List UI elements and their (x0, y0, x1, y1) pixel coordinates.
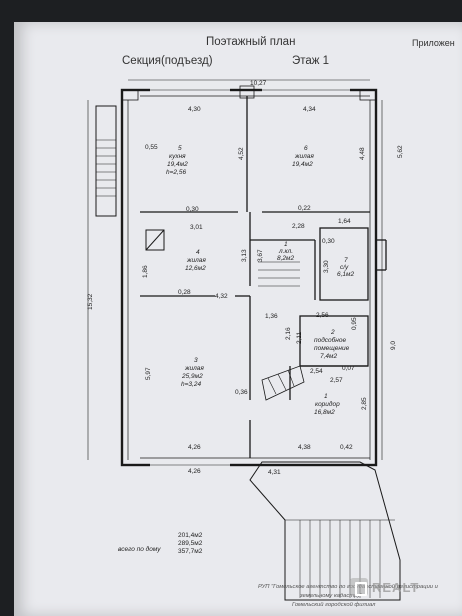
totals-label: всего по дому (118, 546, 161, 553)
total-value-2: 289,5м2 (178, 540, 203, 547)
dim-367: 3,67 (257, 249, 264, 262)
dim-030-r: 0,30 (322, 238, 335, 245)
room-7: 7 с/у 6,1м2 (337, 257, 354, 278)
dim-562: 5,62 (397, 145, 404, 158)
dim-257: 2,57 (330, 377, 343, 384)
dim-042: 0,42 (340, 444, 353, 451)
realt-watermark-text: REALT (372, 579, 420, 595)
dim-426-a: 4,26 (188, 444, 201, 451)
appendix-label: Приложен (412, 38, 455, 48)
plan-title: Поэтажный план (206, 36, 296, 48)
svg-text:2: 2 (330, 329, 335, 336)
dim-330: 3,30 (323, 260, 330, 273)
dim-426-b: 4,26 (188, 468, 201, 475)
dim-1532: 15,32 (87, 293, 94, 310)
dim-095: 0,95 (351, 317, 358, 330)
stamp-line-3: Гомельский городской филиал (292, 602, 376, 608)
dim-285: 2,85 (361, 397, 368, 410)
svg-text:жилая: жилая (184, 365, 204, 372)
dim-211: 2,11 (296, 331, 303, 344)
room-1-stair: 1 л.кл. 8,2м2 (277, 241, 294, 262)
svg-text:25,9м2: 25,9м2 (181, 373, 203, 380)
room-2: 2 подсобное помещение 7,4м2 (314, 329, 350, 360)
svg-text:7,4м2: 7,4м2 (320, 353, 337, 360)
svg-text:h=2,56: h=2,56 (166, 169, 186, 176)
dim-254: 2,54 (310, 368, 323, 375)
realt-watermark: REALT (350, 578, 419, 596)
total-value-3: 357,7м2 (178, 548, 203, 555)
svg-text:h=3,24: h=3,24 (181, 381, 201, 388)
svg-text:4: 4 (196, 249, 200, 256)
dim-597: 5,97 (145, 367, 152, 380)
dim-030-top: 0,30 (186, 206, 199, 213)
dim-431: 4,31 (268, 469, 281, 476)
dim-186: 1,86 (142, 265, 149, 278)
dim-432: 4,32 (215, 293, 228, 300)
svg-text:19,4м2: 19,4м2 (167, 161, 188, 168)
dim-top-right: 4,34 (303, 106, 316, 113)
stamp-line-2: земельному кадастру" (300, 593, 362, 599)
room-6: 6 жилая 19,4м2 (292, 145, 314, 168)
svg-text:жилая: жилая (294, 153, 314, 160)
dim-022: 0,22 (298, 205, 311, 212)
svg-text:подсобное: подсобное (314, 336, 346, 344)
svg-text:3: 3 (194, 357, 198, 364)
plan-walls (87, 79, 401, 601)
document-sheet (14, 22, 462, 616)
dim-448: 4,48 (359, 147, 366, 160)
room-3: 3 жилая 25,9м2 h=3,24 (181, 357, 204, 388)
totals-values: 201,4м2 289,5м2 357,7м2 (178, 532, 202, 556)
svg-text:7: 7 (344, 257, 348, 264)
dim-top-left: 4,30 (188, 106, 201, 113)
svg-text:6: 6 (304, 145, 308, 152)
dim-007: 0,07 (342, 365, 355, 372)
svg-text:8,2м2: 8,2м2 (277, 255, 294, 262)
room-1-corridor: 1 коридор 16,8м2 (314, 393, 340, 416)
dim-036: 0,36 (235, 389, 248, 396)
dim-228: 2,28 (292, 223, 305, 230)
dim-90: 9,0 (390, 341, 397, 350)
dim-136: 1,36 (265, 313, 278, 320)
dimension-labels: 10,27 4,30 4,34 0,55 4,52 4,48 5,62 0,30… (87, 80, 404, 476)
svg-text:жилая: жилая (186, 257, 206, 264)
room-4: 4 жилая 12,6м2 (185, 249, 206, 272)
dim-top-total: 10,27 (250, 80, 267, 87)
floor-label: Этаж 1 (292, 55, 330, 67)
dim-301: 3,01 (190, 224, 203, 231)
dim-055: 0,55 (145, 144, 158, 151)
dim-452: 4,52 (238, 147, 245, 160)
svg-text:помещение: помещение (314, 345, 350, 352)
dim-256: 2,56 (316, 312, 329, 319)
stamp-line-1: РУП "Гомельское агентство по государстве… (258, 584, 438, 590)
svg-text:5: 5 (178, 145, 182, 152)
realt-logo-icon (350, 578, 368, 596)
dim-164: 1,64 (338, 218, 351, 225)
svg-text:19,4м2: 19,4м2 (292, 161, 313, 168)
svg-text:л.кл.: л.кл. (278, 248, 293, 255)
dim-438: 4,38 (298, 444, 311, 451)
total-value-1: 201,4м2 (178, 532, 203, 539)
dim-028: 0,28 (178, 289, 191, 296)
room-5: 5 кухня 19,4м2 h=2,56 (166, 145, 188, 176)
svg-text:12,6м2: 12,6м2 (185, 265, 206, 272)
svg-text:кухня: кухня (169, 153, 186, 160)
svg-text:1: 1 (284, 241, 288, 248)
dim-216: 2,16 (285, 327, 292, 340)
svg-text:16,8м2: 16,8м2 (314, 409, 335, 416)
svg-text:коридор: коридор (315, 400, 340, 408)
section-label: Секция(подъезд) (122, 55, 213, 67)
svg-text:1: 1 (324, 393, 328, 400)
dim-313: 3,13 (241, 249, 248, 262)
room-labels: 5 кухня 19,4м2 h=2,56 6 жилая 19,4м2 4 ж… (166, 145, 354, 416)
svg-text:с/у: с/у (340, 264, 349, 271)
svg-text:6,1м2: 6,1м2 (337, 271, 354, 278)
